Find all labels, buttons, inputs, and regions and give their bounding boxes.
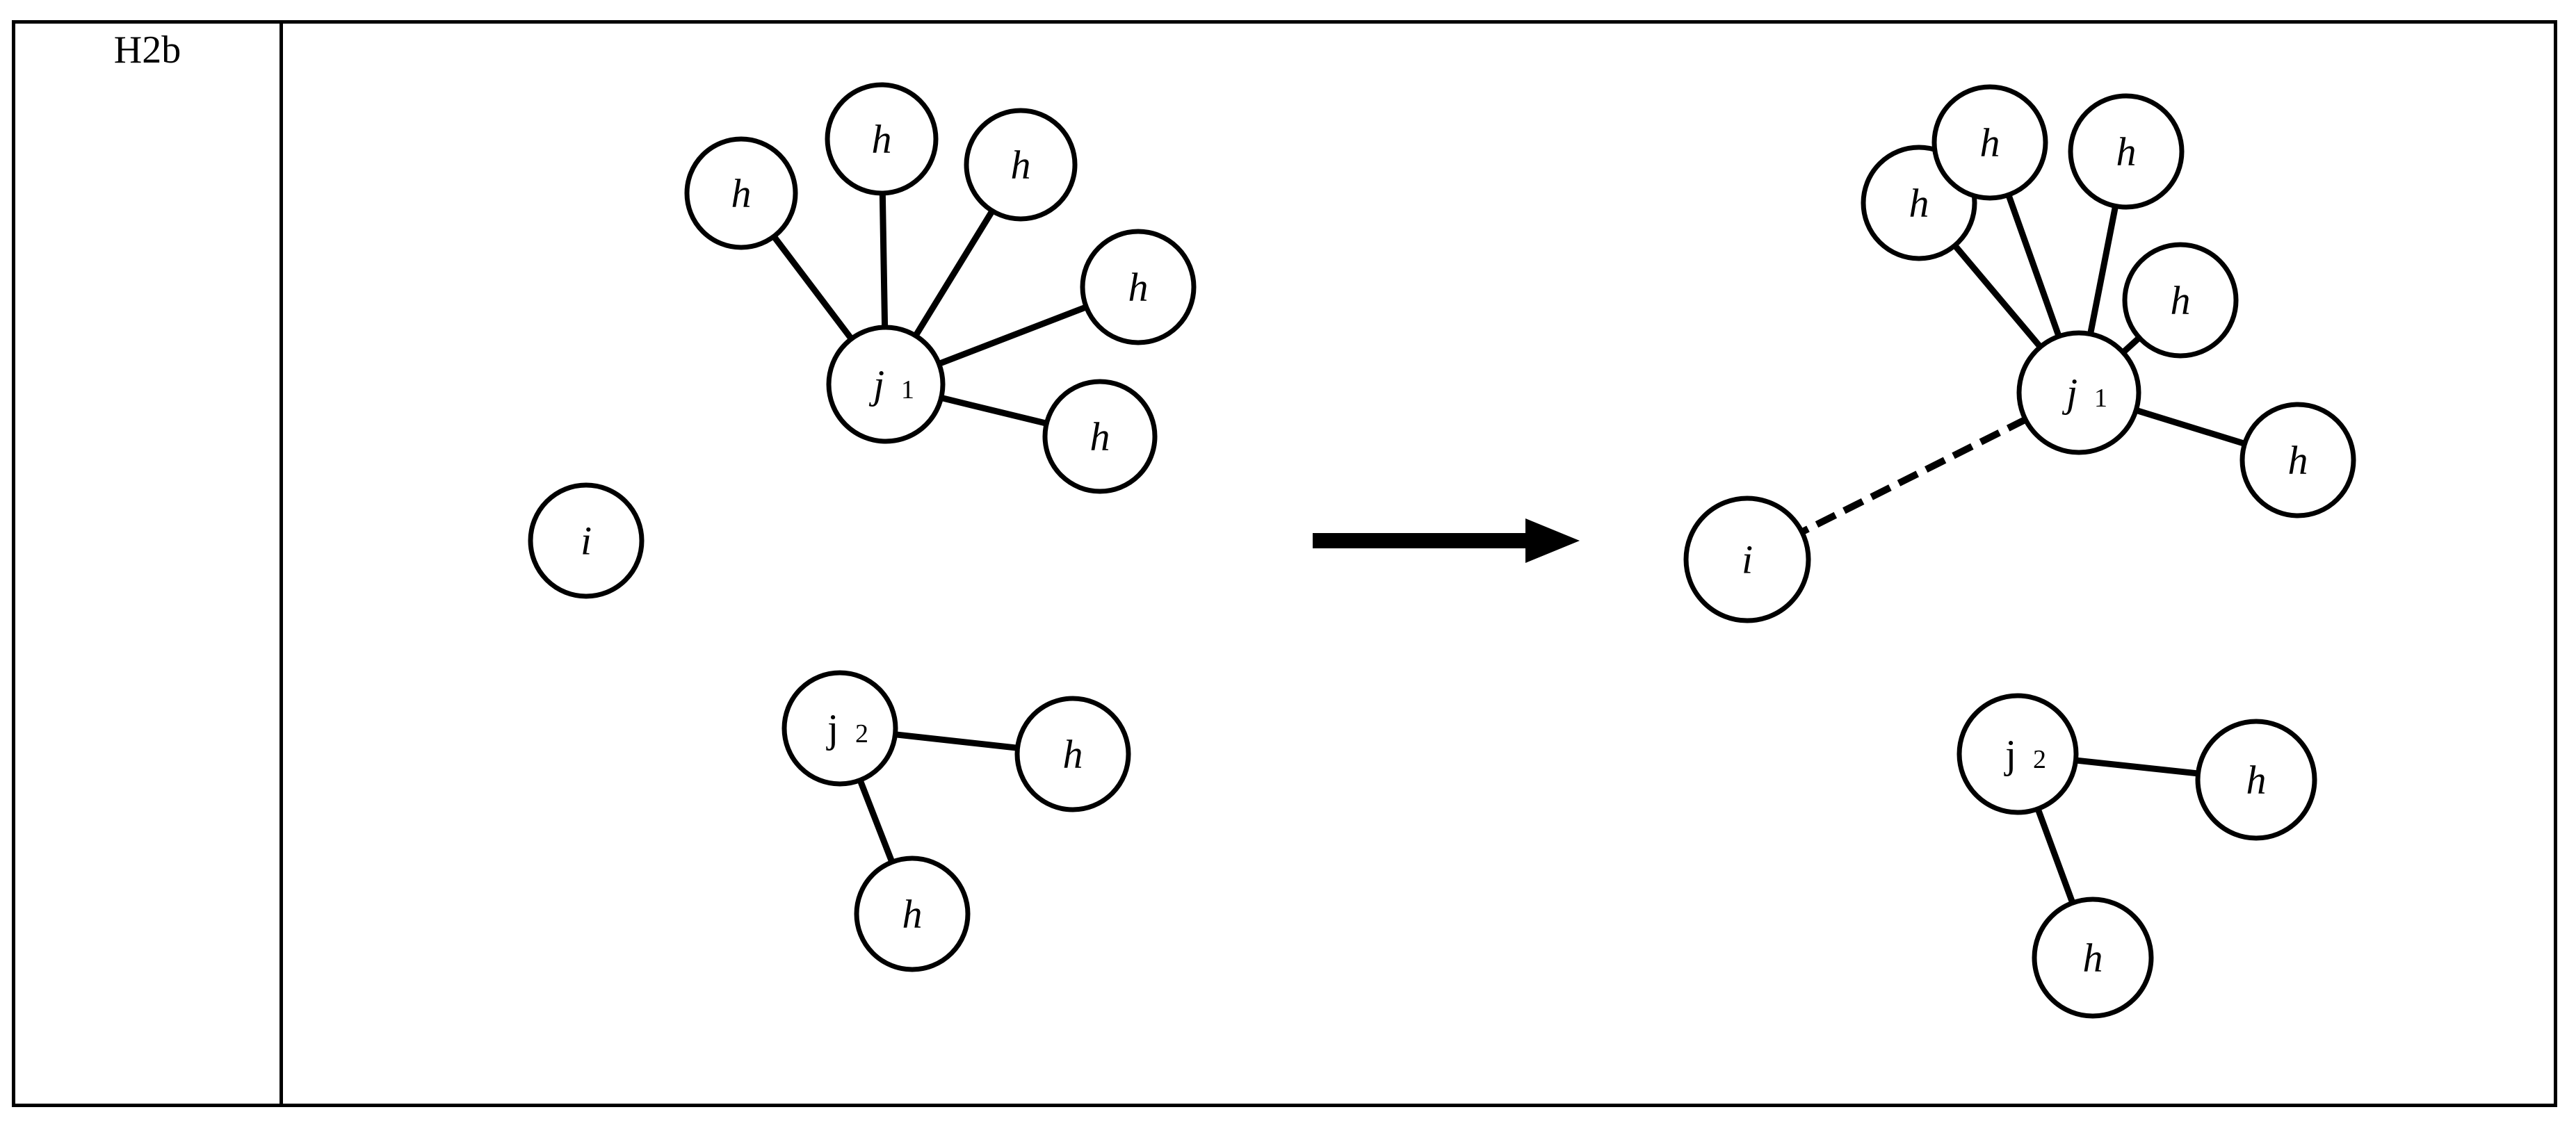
node-label-j2-a: j [2004,732,2016,777]
node-subscript-j2-a: 2 [2033,745,2046,774]
node-label-j2-b: j [826,706,839,751]
node-h-a7: h [2032,897,2154,1019]
node-label-i-a: i [1742,537,1753,582]
node-label-h-a1: h [1909,181,1929,226]
node-circle-j2-b [781,670,898,787]
node-label-h-a5: h [2288,438,2308,483]
node-label-h-a2: h [1980,120,2000,165]
node-i-b: i [528,482,645,599]
node-h-b3: h [964,108,1078,222]
node-circle-h-a7 [2032,897,2154,1019]
node-circle-h-b7 [854,856,971,972]
cell-divider [280,24,283,1104]
node-label-h-a4: h [2171,278,2191,323]
node-circle-j1-a [2016,330,2141,455]
node-circle-h-a4 [2122,242,2239,359]
node-label-h-a6: h [2246,758,2267,803]
edge-j1-b-to-h-b2 [879,191,889,329]
edge-j1-a-to-h-a4 [2120,334,2143,356]
node-circle-h-a2 [1931,84,2048,201]
node-subscript-j2-b: 2 [855,719,868,748]
node-h-a2: h [1931,84,2048,201]
node-circle-h-a3 [2068,93,2185,210]
node-circle-h-b2 [825,82,939,196]
node-circle-h-b5 [1042,379,1158,494]
node-h-b4: h [1080,229,1197,345]
transition-arrow-layer [1313,518,1580,563]
node-i-a: i [1683,496,1811,623]
node-label-h-b2: h [872,117,892,162]
node-label-i-b: i [581,518,592,564]
node-h-b6: h [1014,696,1131,812]
edge-j2-b-to-h-b6 [893,731,1019,751]
node-label-h-b5: h [1090,414,1110,459]
node-label-h-b3: h [1011,142,1031,188]
node-h-b5: h [1042,379,1158,494]
edge-j1-a-to-h-a1 [1951,242,2044,350]
node-circle-h-b1 [684,136,798,250]
transition-arrow-icon [1313,518,1580,563]
edge-j1-b-to-h-b4 [937,303,1089,368]
node-circle-i-a [1683,496,1811,623]
node-circle-h-a5 [2239,402,2356,518]
node-circle-i-b [528,482,645,599]
edge-j1-b-to-h-b5 [939,394,1049,427]
node-circle-h-b4 [1080,229,1197,345]
node-circle-j1-b [826,325,946,444]
node-h-a5: h [2239,402,2356,518]
node-circle-h-b3 [964,108,1078,222]
node-h-b1: h [684,136,798,250]
edge-j2-b-to-h-b7 [857,778,896,865]
edge-j1-a-to-h-a2 [2004,192,2063,339]
node-h-a3: h [2068,93,2185,210]
node-h-b7: h [854,856,971,972]
edge-j1-a-to-i-a [1799,416,2029,536]
node-h-b2: h [825,82,939,196]
row-label: H2b [113,28,181,72]
label-cell: H2b [15,24,280,1104]
node-circle-j2-a [1957,693,2079,815]
node-label-h-a7: h [2083,935,2103,981]
node-circle-h-b6 [1014,696,1131,812]
node-subscript-j1-b: 1 [901,375,914,404]
node-label-h-b4: h [1128,265,1149,310]
node-label-h-a3: h [2116,129,2137,174]
edge-j1-a-to-h-a3 [2087,204,2119,336]
edge-j1-a-to-h-a5 [2133,407,2247,448]
node-subscript-j1-a: 1 [2094,384,2107,413]
edge-group-after [1799,192,2247,906]
edge-j1-b-to-h-b3 [912,208,996,339]
node-label-h-b7: h [902,892,923,937]
edge-group-before [770,191,1089,865]
node-h-a6: h [2195,719,2317,841]
node-label-h-b6: h [1063,732,1083,777]
edge-j1-b-to-h-b1 [770,233,855,342]
edge-j2-a-to-h-a6 [2074,757,2200,777]
node-label-h-b1: h [731,171,752,216]
node-h-a4: h [2122,242,2239,359]
edge-j2-a-to-h-a7 [2034,806,2076,906]
node-circle-h-a6 [2195,719,2317,841]
